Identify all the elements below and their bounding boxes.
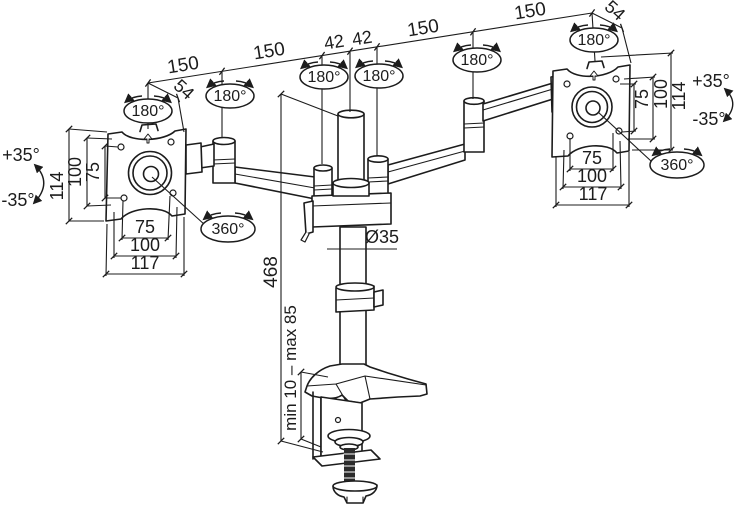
dimension-lines bbox=[68, 12, 672, 441]
right-tilt-arrow bbox=[722, 87, 734, 123]
dim-right-outer-height: 100 bbox=[651, 79, 671, 109]
dim-top-150-4: 150 bbox=[513, 0, 548, 24]
dim-clamp-range: min 10 – max 85 bbox=[281, 305, 300, 431]
dim-right-plate-width: 117 bbox=[579, 184, 608, 204]
right-arm-lower-link bbox=[387, 143, 466, 185]
dim-right-hole-height: 75 bbox=[632, 89, 652, 109]
swivel-label: 180° bbox=[307, 69, 340, 86]
dim-depth-right-54: 54 bbox=[601, 0, 629, 25]
dim-top-42-2: 42 bbox=[351, 27, 374, 50]
plate-top-tab bbox=[139, 123, 159, 133]
orientation-arrow-icon bbox=[589, 70, 599, 81]
swivel-oval bbox=[123, 93, 173, 124]
plate-center-hole bbox=[585, 100, 601, 116]
dim-left-outer-height: 100 bbox=[65, 157, 85, 187]
plate-hub-ring bbox=[571, 86, 613, 128]
swivel-label: 180° bbox=[131, 103, 164, 120]
rotate-ovals bbox=[200, 146, 705, 243]
pole-left-joint-cylinder bbox=[313, 164, 333, 199]
right-elbow-cylinder bbox=[463, 96, 485, 153]
rotate-label: 360° bbox=[660, 157, 693, 174]
right-360-leader bbox=[597, 111, 652, 162]
swivel-oval bbox=[299, 59, 349, 90]
plate-hub-ring bbox=[127, 150, 173, 196]
dimension-graphics bbox=[32, 9, 734, 453]
pole-right-joint-cylinder bbox=[367, 155, 389, 196]
rotate-oval bbox=[649, 146, 705, 179]
swivel-oval bbox=[354, 58, 404, 89]
desk-clamp bbox=[304, 363, 428, 504]
dim-top-42-1: 42 bbox=[323, 31, 346, 54]
clamp-plate-hole bbox=[334, 416, 342, 424]
left-360-leader bbox=[151, 176, 206, 226]
swivel-label: 180° bbox=[577, 32, 610, 49]
right-arm bbox=[463, 74, 565, 153]
right-vesa-plate bbox=[551, 60, 631, 158]
pole-hub-block bbox=[300, 192, 392, 243]
clamp-web bbox=[312, 391, 322, 465]
dim-left-plate-width: 117 bbox=[131, 253, 160, 273]
rotate-oval bbox=[200, 210, 256, 243]
left-vesa-plate bbox=[105, 123, 187, 222]
tilt-down-label: -35° bbox=[1, 190, 34, 210]
clamp-screw bbox=[343, 448, 356, 488]
plate-center-hole bbox=[142, 165, 160, 183]
dim-left-outer-width: 100 bbox=[130, 235, 160, 255]
swivel-ovals bbox=[123, 22, 619, 124]
dim-left-hole-width: 75 bbox=[135, 217, 155, 237]
swivel-label: 180° bbox=[213, 88, 246, 105]
hub-lever bbox=[303, 200, 314, 235]
swivel-oval bbox=[569, 22, 619, 53]
clamp-knob bbox=[332, 480, 378, 504]
dim-pole-diameter: Ø35 bbox=[365, 227, 399, 247]
rotate-label: 360° bbox=[211, 221, 244, 238]
tilt-up-label: +35° bbox=[692, 71, 730, 91]
swivel-oval bbox=[452, 42, 502, 73]
pole-upper-section bbox=[332, 109, 370, 197]
dim-right-plate-height: 114 bbox=[669, 82, 689, 111]
dim-top-150-3: 150 bbox=[406, 16, 441, 42]
dim-right-outer-width: 100 bbox=[577, 166, 607, 186]
tilt-down-label: -35° bbox=[692, 109, 725, 129]
dim-right-hole-width: 75 bbox=[582, 148, 602, 168]
dim-left-hole-height: 75 bbox=[83, 162, 103, 182]
clamp-front-plate bbox=[320, 396, 363, 461]
center-pole bbox=[300, 109, 392, 373]
dim-left-plate-height: 114 bbox=[47, 172, 67, 201]
dim-top-150-1: 150 bbox=[166, 53, 201, 79]
orientation-arrow-icon bbox=[143, 133, 153, 144]
swivel-label: 180° bbox=[460, 52, 493, 69]
right-arm-upper-link bbox=[482, 82, 554, 122]
left-tilt-arrow bbox=[32, 163, 45, 205]
dim-column-height: 468 bbox=[261, 256, 282, 288]
plate-top-tab bbox=[586, 60, 605, 70]
dim-depth-left-54: 54 bbox=[170, 75, 198, 103]
left-arm-lower-link bbox=[234, 166, 316, 200]
left-elbow-cylinder bbox=[212, 136, 236, 184]
tilt-up-label: +35° bbox=[2, 145, 40, 165]
dimension-ticks bbox=[65, 9, 675, 445]
pole-height-collar bbox=[335, 282, 384, 313]
left-plate-bracket bbox=[185, 142, 203, 175]
left-arm bbox=[185, 136, 236, 184]
dim-top-150-2: 150 bbox=[252, 39, 287, 65]
swivel-label: 180° bbox=[362, 68, 395, 85]
swivel-oval bbox=[205, 78, 255, 109]
mount-assembly bbox=[105, 60, 631, 504]
